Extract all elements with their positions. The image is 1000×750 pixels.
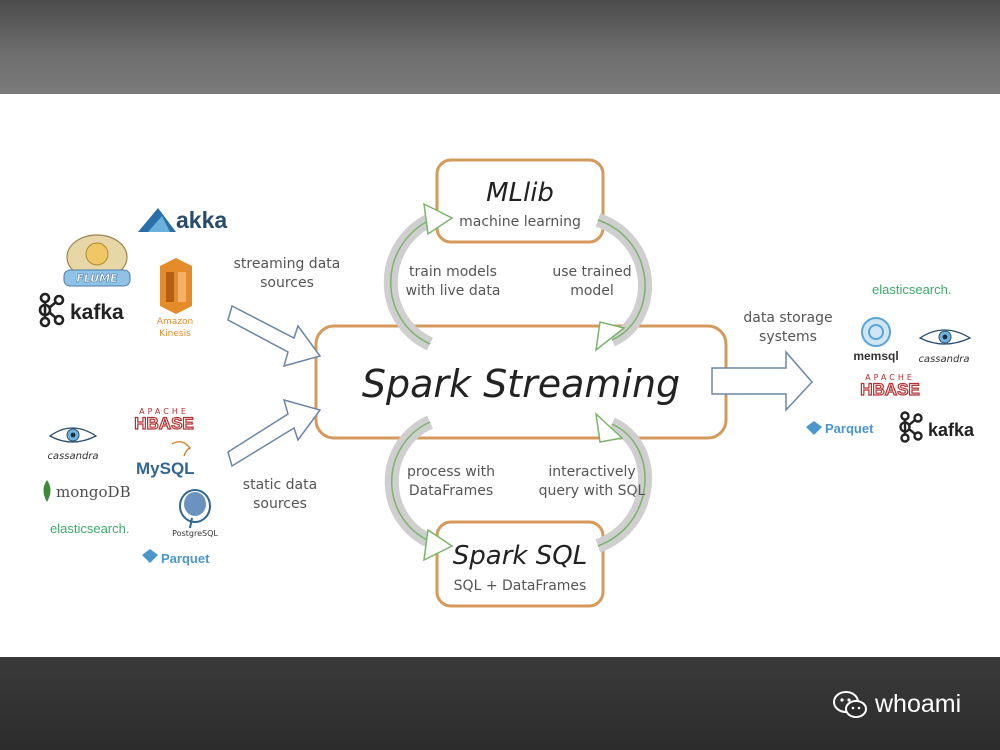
slide: Spark Streaming MLlib machine learning S… [0, 94, 1000, 657]
hbase-label-static: HBASE [134, 414, 194, 433]
label-train-2: with live data [406, 283, 501, 299]
mongodb-label: mongoDB [56, 483, 131, 501]
elasticsearch-label-static: elasticsearch. [50, 521, 129, 536]
label-storage-1: data storage [743, 310, 832, 326]
memsql-logo: memsql [853, 317, 899, 363]
spark-sql-subtitle: SQL + DataFrames [454, 578, 587, 594]
label-use-trained-1: use trained [552, 264, 631, 280]
hbase-logo-static: APACHE HBASE [134, 407, 195, 434]
watermark-label: whoami [875, 690, 962, 718]
postgresql-label: PostgreSQL [172, 529, 218, 538]
mysql-logo: MySQL [136, 441, 195, 478]
arrowhead-process-icon [423, 528, 454, 562]
hbase-apache-label-static: APACHE [139, 407, 189, 416]
kafka-label-streaming: kafka [70, 301, 124, 324]
output-arrow-icon [711, 349, 814, 412]
mysql-label: MySQL [136, 459, 195, 478]
memsql-label: memsql [853, 349, 898, 363]
parquet-icon-storage [806, 421, 822, 435]
label-process-2: DataFrames [409, 483, 493, 499]
label-process-1: process with [407, 464, 495, 480]
hbase-label-storage: HBASE [860, 380, 920, 399]
memsql-icon [861, 317, 891, 347]
label-storage-2: systems [759, 329, 817, 345]
parquet-label-static: Parquet [161, 551, 210, 566]
akka-label: akka [176, 207, 227, 233]
parquet-label-storage: Parquet [825, 421, 874, 436]
mysql-dolphin-icon [171, 441, 192, 457]
label-static-sources-2: sources [253, 496, 307, 512]
spark-streaming-diagram: Spark Streaming MLlib machine learning S… [38, 158, 975, 608]
elasticsearch-label-storage: elasticsearch. [872, 282, 951, 297]
kafka-logo-streaming: kafka [38, 292, 124, 328]
label-streaming-sources-2: sources [260, 275, 314, 291]
curved-arrow-use-trained [595, 213, 652, 347]
kinesis-logo: Amazon Kinesis [157, 258, 193, 339]
cassandra-logo-static: cassandra [47, 427, 99, 462]
flume-logo: FLUME [63, 234, 131, 287]
mllib-subtitle: machine learning [459, 214, 581, 230]
kinesis-label-2: Kinesis [159, 329, 191, 339]
hbase-apache-label-storage: APACHE [865, 373, 915, 382]
label-train-1: train models [409, 264, 497, 280]
kinesis-icon [160, 258, 192, 314]
label-static-sources-1: static data [243, 477, 317, 493]
label-use-trained-2: model [570, 283, 614, 299]
parquet-logo-static: Parquet [142, 549, 210, 566]
label-query-1: interactively [548, 464, 635, 480]
watermark: whoami [833, 690, 961, 719]
wechat-icon [833, 690, 867, 718]
mllib-box [435, 158, 605, 244]
arrowhead-use-trained-icon [594, 321, 626, 352]
parquet-icon-static [142, 549, 158, 563]
akka-logo: akka [138, 207, 227, 233]
top-bar [0, 0, 1000, 94]
kafka-icon-storage [899, 411, 923, 443]
cassandra-label-storage: cassandra [918, 354, 969, 365]
spark-streaming-title: Spark Streaming [362, 362, 680, 406]
mllib-title: MLlib [486, 178, 554, 208]
kafka-logo-storage: kafka [899, 411, 975, 443]
cassandra-logo-storage: cassandra [918, 329, 972, 365]
kinesis-label-1: Amazon [157, 317, 193, 327]
flume-label: FLUME [76, 272, 118, 285]
static-input-arrow-icon [227, 398, 322, 468]
label-streaming-sources-1: streaming data [234, 256, 341, 272]
spark-sql-title: Spark SQL [453, 541, 587, 571]
spark-sql-box [435, 520, 605, 608]
label-query-2: query with SQL [539, 483, 646, 499]
parquet-logo-storage: Parquet [806, 421, 874, 436]
mongodb-leaf-icon [43, 480, 51, 502]
kafka-label-storage: kafka [928, 420, 975, 440]
postgresql-logo: PostgreSQL [172, 489, 218, 538]
kafka-icon [38, 292, 65, 328]
hbase-logo-storage: APACHE HBASE [860, 373, 921, 400]
arrowhead-train-icon [423, 202, 454, 236]
streaming-input-arrow-icon [227, 304, 322, 368]
cassandra-label-static: cassandra [47, 451, 98, 462]
arrowhead-query-icon [594, 412, 624, 443]
mongodb-logo: mongoDB [43, 480, 131, 502]
